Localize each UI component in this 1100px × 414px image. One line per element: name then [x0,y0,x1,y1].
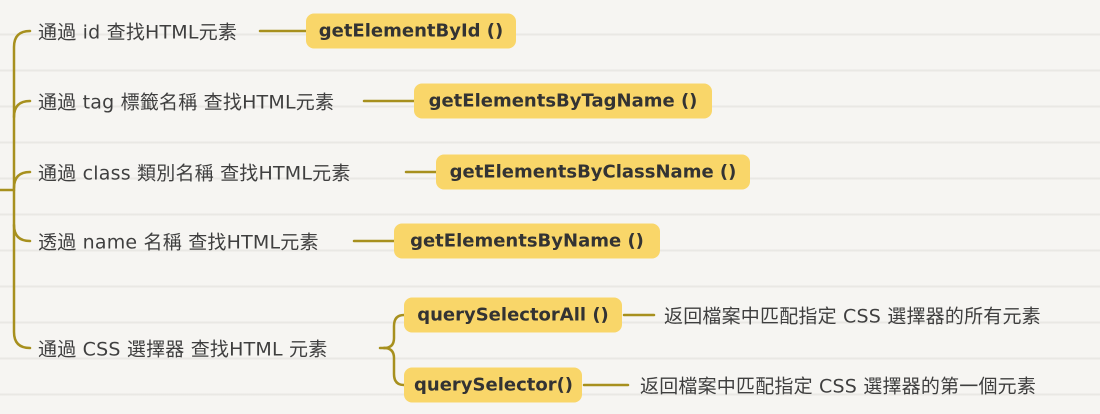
connector-fork-down [382,346,406,387]
node-getelementsbyclassname[interactable]: getElementsByClassName () [436,154,750,190]
branch-label-name[interactable]: 透過 name 名稱 查找HTML元素 [38,231,319,254]
description-queryselector: 返回檔案中匹配指定 CSS 選擇器的第一個元素 [640,375,1037,398]
connector-fork-up [382,313,406,350]
node-queryselectorall[interactable]: querySelectorAll () [404,297,622,333]
node-getelementsbyname[interactable]: getElementsByName () [394,223,660,259]
branch-label-class[interactable]: 通過 class 類別名稱 查找HTML元素 [38,162,351,185]
connector-branch-tag [12,99,32,119]
node-getelementbyid[interactable]: getElementById () [306,13,516,49]
node-queryselector[interactable]: querySelector() [404,367,582,403]
branch-label-css[interactable]: 通過 CSS 選擇器 查找HTML 元素 [38,338,328,361]
connector-trunk [12,29,32,350]
connector-branch-class [12,170,32,190]
connector-branch-name [12,223,32,243]
node-getelementsbytagname[interactable]: getElementsByTagName () [414,83,712,119]
branch-label-tag[interactable]: 通過 tag 標籤名稱 查找HTML元素 [38,91,335,114]
description-queryselectorall: 返回檔案中匹配指定 CSS 選擇器的所有元素 [664,305,1041,328]
branch-label-id[interactable]: 通過 id 查找HTML元素 [38,21,238,44]
